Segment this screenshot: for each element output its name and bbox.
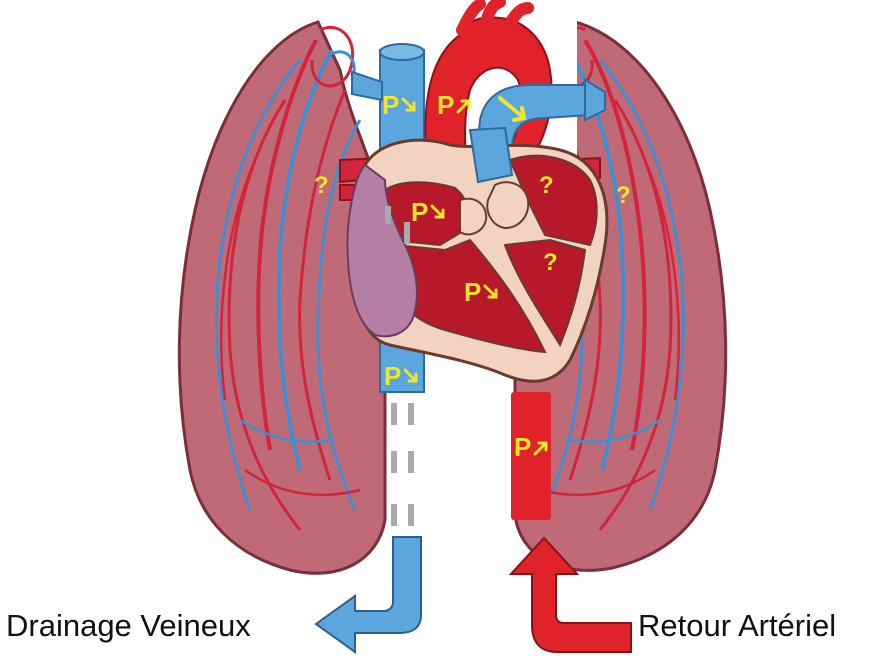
svg-text:P: P <box>464 277 481 307</box>
unknown-marker-left-atrium: ? <box>539 172 554 199</box>
unknown-marker-left-ventricle: ? <box>543 249 558 276</box>
unknown-marker-right-lung: ? <box>616 182 631 209</box>
arterial-return-label: Retour Artériel <box>638 608 836 644</box>
venous-drainage-label: Drainage Veineux <box>6 608 251 644</box>
unknown-marker-left-lung: ? <box>314 172 329 199</box>
svg-text:P: P <box>382 90 399 120</box>
svg-text:P: P <box>384 361 401 391</box>
svg-text:P: P <box>514 432 531 462</box>
heart <box>347 128 606 381</box>
svg-text:P: P <box>411 197 428 227</box>
svg-text:P: P <box>437 90 454 120</box>
